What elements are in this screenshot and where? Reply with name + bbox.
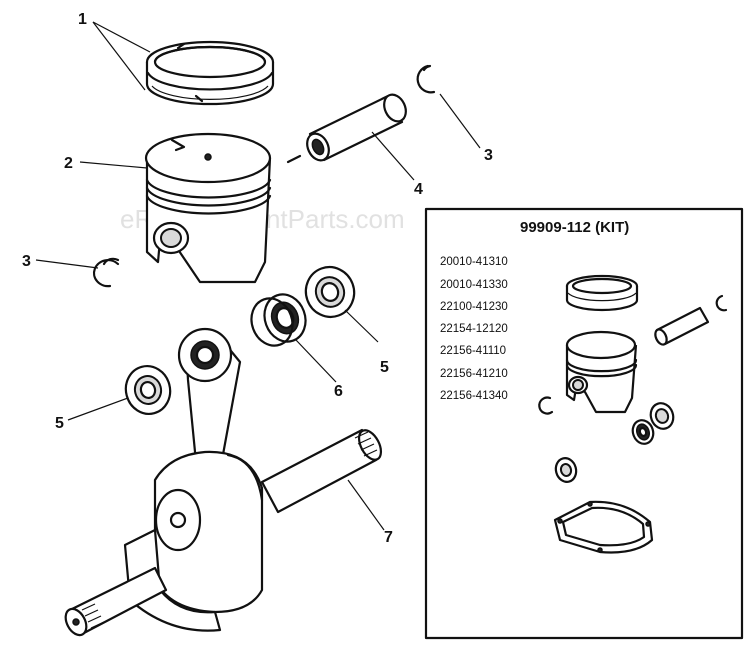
callout-5-left[interactable]: 5	[55, 415, 64, 432]
kit-seal-icon	[649, 402, 675, 430]
kit-panel: 99909-112 (KIT) 20010-41310 20010-41330 …	[424, 207, 744, 640]
kit-part-number[interactable]: 20010-41310	[440, 256, 508, 268]
kit-part-number[interactable]: 22156-41110	[440, 345, 506, 357]
kit-gasket-icon	[553, 500, 654, 554]
kit-piston-icon	[565, 330, 638, 414]
oil-seal-right-part-5[interactable]	[299, 260, 361, 323]
kit-title: 99909-112 (KIT)	[520, 219, 629, 236]
kit-part-number[interactable]: 22156-41210	[440, 368, 508, 380]
kit-part-number[interactable]: 22154-12120	[440, 323, 508, 335]
kit-circlip-icon	[538, 396, 554, 415]
kit-rings-icon	[565, 274, 639, 312]
callout-3-left[interactable]: 3	[22, 253, 31, 270]
oil-seal-left-part-5[interactable]	[121, 361, 176, 419]
callout-3-right[interactable]: 3	[484, 147, 493, 164]
kit-seal-icon	[554, 457, 578, 483]
callout-4[interactable]: 4	[414, 181, 423, 198]
piston-pin-part-4[interactable]	[286, 91, 410, 164]
kit-pin-icon	[654, 306, 710, 346]
kit-part-number[interactable]: 20010-41330	[440, 279, 508, 291]
circlip-right-part-3[interactable]	[416, 64, 436, 94]
kit-circlip-icon	[715, 294, 728, 312]
kit-part-number[interactable]: 22156-41340	[440, 390, 508, 402]
callout-7[interactable]: 7	[384, 529, 393, 546]
circlip-left-part-3[interactable]	[92, 257, 120, 288]
crankshaft-part-7[interactable]	[61, 327, 385, 639]
leader-lines	[35, 21, 481, 531]
piston-rings-part-1[interactable]	[145, 40, 275, 106]
needle-bearing-part-6[interactable]	[245, 289, 312, 352]
callout-2[interactable]: 2	[64, 155, 73, 172]
callout-5-right[interactable]: 5	[380, 359, 389, 376]
kit-part-number[interactable]: 22100-41230	[440, 301, 508, 313]
kit-bearing-icon	[631, 419, 655, 445]
piston-part-2[interactable]	[144, 132, 272, 284]
callout-6[interactable]: 6	[334, 383, 343, 400]
callout-1[interactable]: 1	[78, 11, 87, 28]
